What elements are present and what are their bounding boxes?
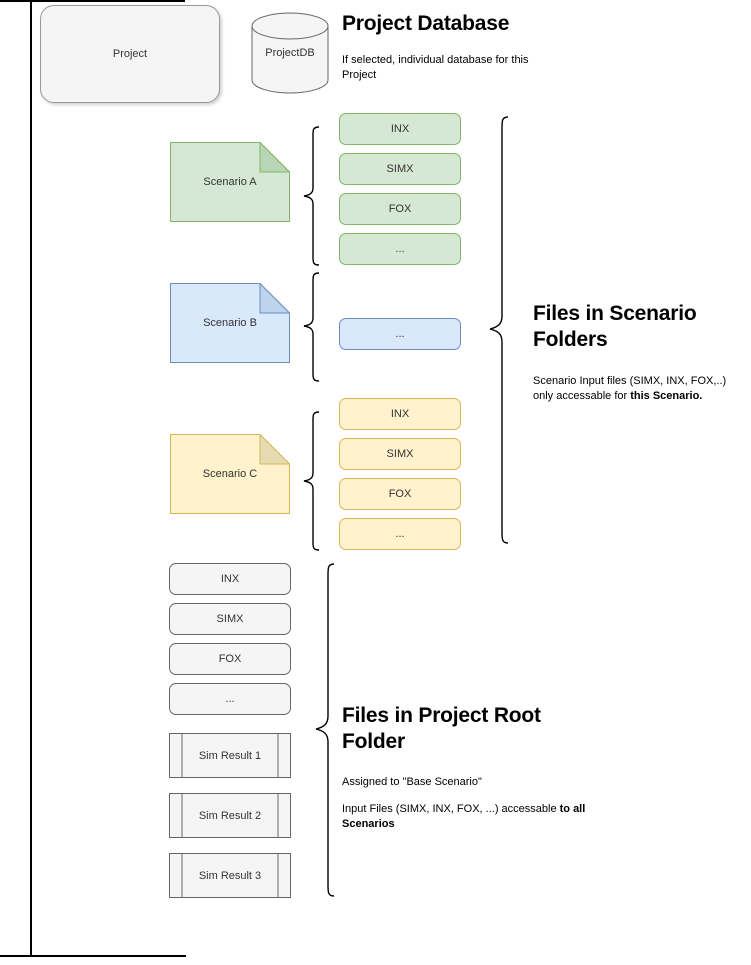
note-document-icon xyxy=(170,283,290,363)
sim-result-1[interactable]: Sim Result 1 xyxy=(169,733,291,778)
scenario-a-node[interactable]: Scenario A xyxy=(170,142,290,222)
scenario-a-file-more[interactable]: ... xyxy=(339,233,461,265)
sim-result-2-label: Sim Result 2 xyxy=(198,809,262,822)
root-file-simx[interactable]: SIMX xyxy=(169,603,291,635)
project-database-node[interactable]: ProjectDB xyxy=(251,12,329,94)
scenario-folders-description: Scenario Input files (SIMX, INX, FOX,..)… xyxy=(533,374,739,404)
project-root-heading: Files in Project Root Folder xyxy=(342,704,541,753)
scenario-folders-brace xyxy=(486,116,512,544)
project-container[interactable]: Project xyxy=(40,5,220,103)
scenario-a-file-inx[interactable]: INX xyxy=(339,113,461,145)
scenario-a-file-simx[interactable]: SIMX xyxy=(339,153,461,185)
lane-vertical-divider xyxy=(30,0,32,957)
chip-label: FOX xyxy=(388,203,412,215)
project-database-heading: Project Database xyxy=(342,12,510,35)
chip-label: SIMX xyxy=(216,613,244,625)
chip-label: ... xyxy=(395,328,405,340)
scenario-a-file-fox[interactable]: FOX xyxy=(339,193,461,225)
scenario-c-file-simx[interactable]: SIMX xyxy=(339,438,461,470)
scenario-a-brace xyxy=(300,126,322,266)
chip-label: SIMX xyxy=(386,163,414,175)
project-database-label: ProjectDB xyxy=(265,47,315,59)
scenario-folders-description-emphasis: this Scenario. xyxy=(630,389,703,402)
project-label: Project xyxy=(112,48,148,60)
chip-label: INX xyxy=(220,573,240,585)
scenario-c-brace xyxy=(300,411,322,551)
scenario-a-label: Scenario A xyxy=(203,176,257,188)
chip-label: ... xyxy=(225,693,235,705)
chip-label: ... xyxy=(395,528,405,540)
project-root-description-emphasis: to all Scenarios xyxy=(342,803,586,830)
scenario-folders-heading: Files in Scenario Folders xyxy=(533,302,697,351)
root-file-fox[interactable]: FOX xyxy=(169,643,291,675)
root-file-inx[interactable]: INX xyxy=(169,563,291,595)
chip-label: FOX xyxy=(218,653,242,665)
scenario-c-file-inx[interactable]: INX xyxy=(339,398,461,430)
scenario-b-node[interactable]: Scenario B xyxy=(170,283,290,363)
scenario-b-brace xyxy=(300,272,322,382)
scenario-c-file-fox[interactable]: FOX xyxy=(339,478,461,510)
predefined-process-icon xyxy=(169,853,291,898)
chip-label: INX xyxy=(390,408,410,420)
predefined-process-icon xyxy=(169,793,291,838)
project-root-description-prefix: Input Files (SIMX, INX, FOX, ...) access… xyxy=(342,803,560,815)
lane-top-divider xyxy=(0,0,185,2)
scenario-b-label: Scenario B xyxy=(203,317,257,329)
scenario-c-file-more[interactable]: ... xyxy=(339,518,461,550)
scenario-b-file-more[interactable]: ... xyxy=(339,318,461,350)
scenario-c-node[interactable]: Scenario C xyxy=(170,434,290,514)
sim-result-3[interactable]: Sim Result 3 xyxy=(169,853,291,898)
project-root-description-line1: Assigned to "Base Scenario" xyxy=(342,776,482,788)
chip-label: ... xyxy=(395,243,405,255)
lane-bottom-divider xyxy=(0,955,186,957)
sim-result-3-label: Sim Result 3 xyxy=(198,869,262,882)
root-file-more[interactable]: ... xyxy=(169,683,291,715)
note-document-icon xyxy=(170,142,290,222)
sim-result-1-label: Sim Result 1 xyxy=(198,749,262,762)
project-database-description: If selected, individual database for thi… xyxy=(342,54,529,81)
scenario-c-label: Scenario C xyxy=(202,468,258,480)
note-document-icon xyxy=(170,434,290,514)
chip-label: SIMX xyxy=(386,448,414,460)
predefined-process-icon xyxy=(169,733,291,778)
scenario-folders-description-prefix: Scenario Input files (SIMX, INX, FOX,..)… xyxy=(533,375,727,402)
chip-label: FOX xyxy=(388,488,412,500)
database-cylinder-icon xyxy=(251,12,329,94)
project-root-description-line2: Input Files (SIMX, INX, FOX, ...) access… xyxy=(342,802,597,832)
chip-label: INX xyxy=(390,123,410,135)
project-root-brace xyxy=(312,563,338,897)
sim-result-2[interactable]: Sim Result 2 xyxy=(169,793,291,838)
